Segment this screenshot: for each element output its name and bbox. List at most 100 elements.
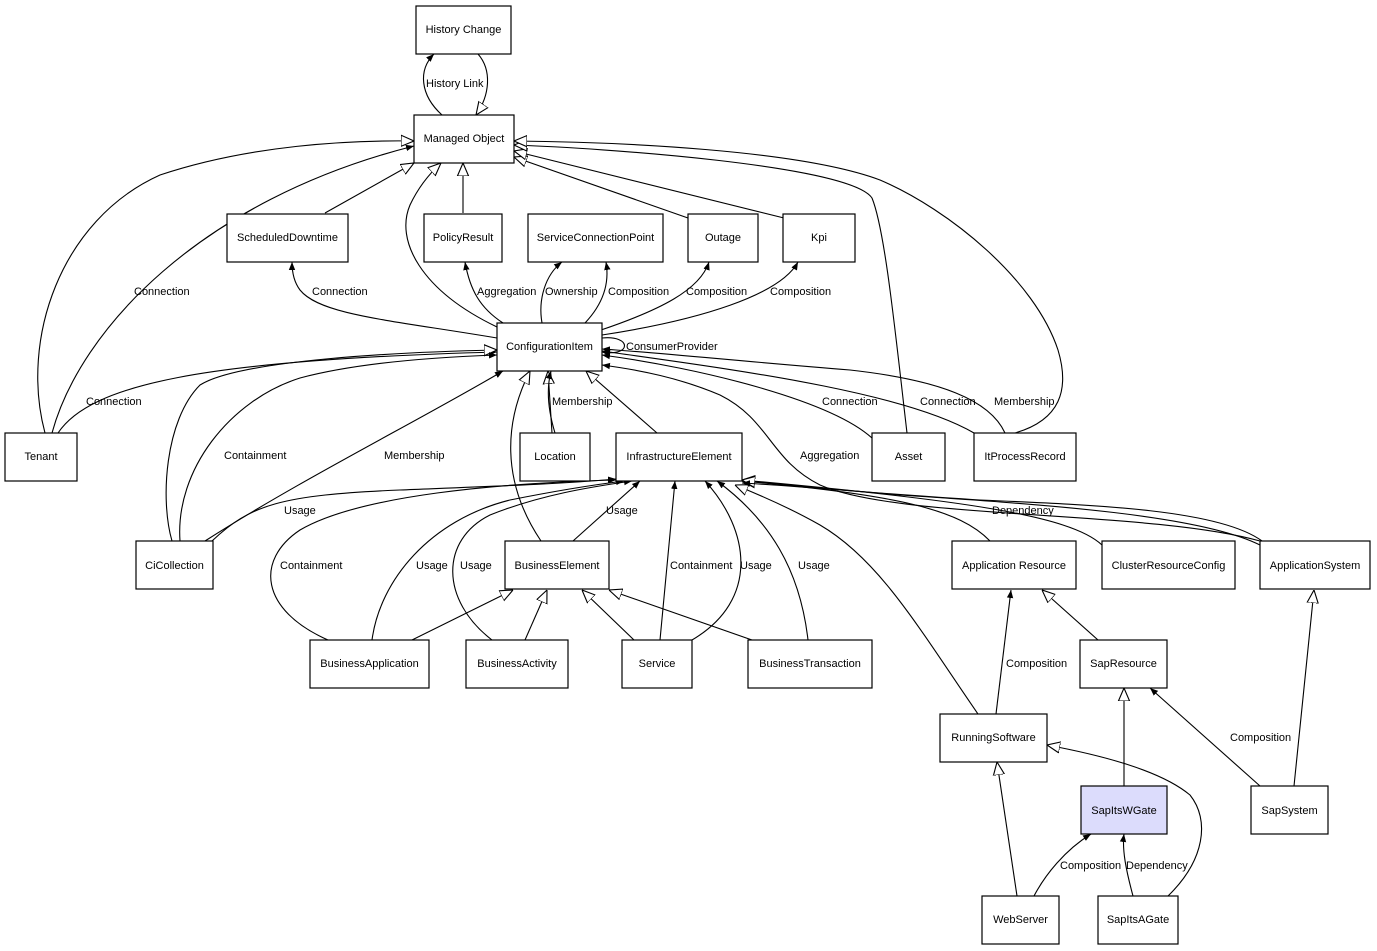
label-dependency-appsystem: Dependency xyxy=(992,505,1054,517)
edge-managed-object-to-history-change xyxy=(422,53,443,116)
label-usage-businessactivity: Usage xyxy=(460,560,492,572)
node-ci-collection[interactable]: CiCollection xyxy=(135,540,214,590)
edge-sapitsagate-dependency-sapitswgate xyxy=(1119,833,1134,897)
edge-appsystem-dependency-infra xyxy=(741,480,1263,542)
edge-history-change-to-managed-object xyxy=(476,53,488,115)
node-business-application[interactable]: BusinessApplication xyxy=(309,639,430,689)
edge-ci-aggregation-policy-result xyxy=(463,261,504,324)
edge-businessapp-usage-infra xyxy=(371,478,625,641)
edge-businessapp-containment-infra xyxy=(270,477,617,641)
label-dependency-sapitsagate: Dependency xyxy=(1126,860,1188,872)
edge-appresource-to-infra xyxy=(742,481,991,542)
node-web-server[interactable]: WebServer xyxy=(981,895,1060,945)
edge-ci-composition-outage xyxy=(600,261,710,331)
node-label: BusinessActivity xyxy=(477,658,557,670)
edge-appsystem-aggregation-ci xyxy=(601,362,1261,542)
node-label: InfrastructureElement xyxy=(626,451,731,463)
node-service-connection-point[interactable]: ServiceConnectionPoint xyxy=(527,213,664,263)
node-label: PolicyResult xyxy=(433,232,494,244)
node-application-system[interactable]: ApplicationSystem xyxy=(1259,540,1371,590)
label-usage-businesselement: Usage xyxy=(606,505,638,517)
label-usage-businessapp: Usage xyxy=(416,560,448,572)
node-label: Kpi xyxy=(811,232,827,244)
node-sap-resource[interactable]: SapResource xyxy=(1079,639,1168,689)
node-application-resource[interactable]: Application Resource xyxy=(951,540,1077,590)
node-label: ServiceConnectionPoint xyxy=(537,232,654,244)
node-label: CiCollection xyxy=(145,560,204,572)
node-label: ItProcessRecord xyxy=(984,451,1065,463)
edge-sapsystem-to-appsystem xyxy=(1293,590,1314,787)
edge-kpi-to-managed-object xyxy=(514,151,785,219)
edge-runningsoftware-to-infra xyxy=(735,485,979,715)
label-aggregation-appsystem: Aggregation xyxy=(800,450,859,462)
edge-service-usage-infra xyxy=(691,480,742,641)
edge-businessactivity-to-businesselement xyxy=(524,590,547,641)
node-managed-object[interactable]: Managed Object xyxy=(413,114,515,164)
edge-asset-to-managed-object xyxy=(514,145,908,434)
edge-ci-composition-scp xyxy=(584,261,611,324)
label-ownership-scp: Ownership xyxy=(545,286,598,298)
edge-webserver-composition-sapitswgate xyxy=(1033,833,1092,897)
node-label: Location xyxy=(534,451,576,463)
label-connection-asset: Connection xyxy=(822,396,878,408)
edge-businesselement-to-ci xyxy=(510,371,542,542)
edge-cicollection-containment-ci xyxy=(179,352,498,542)
label-containment-cicollection: Containment xyxy=(224,450,286,462)
node-sap-system[interactable]: SapSystem xyxy=(1250,785,1329,835)
node-sap-its-wgate[interactable]: SapItsWGate xyxy=(1080,785,1168,835)
label-composition-runningsoftware: Composition xyxy=(1006,658,1067,670)
node-location[interactable]: Location xyxy=(519,432,591,482)
node-history-change[interactable]: History Change xyxy=(415,5,512,55)
edge-sapsystem-composition-sapresource xyxy=(1149,687,1261,787)
edges xyxy=(37,53,1314,897)
node-service[interactable]: Service xyxy=(621,639,693,689)
node-label: History Change xyxy=(426,24,502,36)
node-it-process-record[interactable]: ItProcessRecord xyxy=(973,432,1077,482)
node-label: SapItsAGate xyxy=(1107,914,1169,926)
node-label: SapSystem xyxy=(1261,805,1317,817)
node-running-software[interactable]: RunningSoftware xyxy=(939,713,1048,763)
edge-tenant-to-managed-object xyxy=(37,141,414,434)
node-business-element[interactable]: BusinessElement xyxy=(504,540,610,590)
node-tenant[interactable]: Tenant xyxy=(4,432,78,482)
edge-businessactivity-usage-infra xyxy=(452,478,633,641)
node-configuration-item[interactable]: ConfigurationItem xyxy=(496,322,603,372)
node-label: BusinessElement xyxy=(515,560,600,572)
edge-sapresource-to-appresource xyxy=(1042,590,1099,641)
node-scheduled-downtime[interactable]: ScheduledDowntime xyxy=(226,213,349,263)
edge-sapitsagate-to-runningsoftware xyxy=(1047,745,1203,897)
edge-itprocessrecord-to-managed-object xyxy=(514,141,1064,434)
node-sap-its-agate[interactable]: SapItsAGate xyxy=(1097,895,1179,945)
label-usage-businesstx: Usage xyxy=(798,560,830,572)
label-history-link: History Link xyxy=(426,78,484,90)
node-infrastructure-element[interactable]: InfrastructureElement xyxy=(615,432,743,482)
label-connection-itprocess: Connection xyxy=(920,396,976,408)
label-composition-outage: Composition xyxy=(686,286,747,298)
node-kpi[interactable]: Kpi xyxy=(782,213,856,263)
edge-itprocess-membership-ci xyxy=(601,346,1006,434)
node-label: Asset xyxy=(895,451,923,463)
node-label: Application Resource xyxy=(962,560,1066,572)
edge-businessapp-to-businesselement xyxy=(411,590,513,641)
edge-webserver-to-runningsoftware xyxy=(997,762,1018,897)
label-connection-tenant-ci: Connection xyxy=(86,396,142,408)
label-containment-businessapp: Containment xyxy=(280,560,342,572)
edge-itprocess-connection-ci xyxy=(601,348,975,434)
label-usage-cicollection: Usage xyxy=(284,505,316,517)
edge-cicollection-usage-infra xyxy=(211,476,617,542)
edge-tenant-connection-managed-object xyxy=(51,144,415,434)
node-cluster-resource-config[interactable]: ClusterResourceConfig xyxy=(1101,540,1236,590)
edge-outage-to-managed-object xyxy=(514,157,689,219)
node-outage[interactable]: Outage xyxy=(687,213,759,263)
node-business-activity[interactable]: BusinessActivity xyxy=(465,639,569,689)
edge-configuration-item-to-managed-object xyxy=(405,163,498,328)
edge-scheduled-downtime-to-managed-object xyxy=(324,163,414,214)
node-label: Outage xyxy=(705,232,741,244)
label-connection-tenant-mo: Connection xyxy=(134,286,190,298)
node-label: BusinessApplication xyxy=(320,658,418,670)
node-asset[interactable]: Asset xyxy=(871,432,946,482)
node-business-transaction[interactable]: BusinessTransaction xyxy=(747,639,873,689)
edge-ci-composition-kpi xyxy=(601,261,799,336)
node-policy-result[interactable]: PolicyResult xyxy=(423,213,503,263)
